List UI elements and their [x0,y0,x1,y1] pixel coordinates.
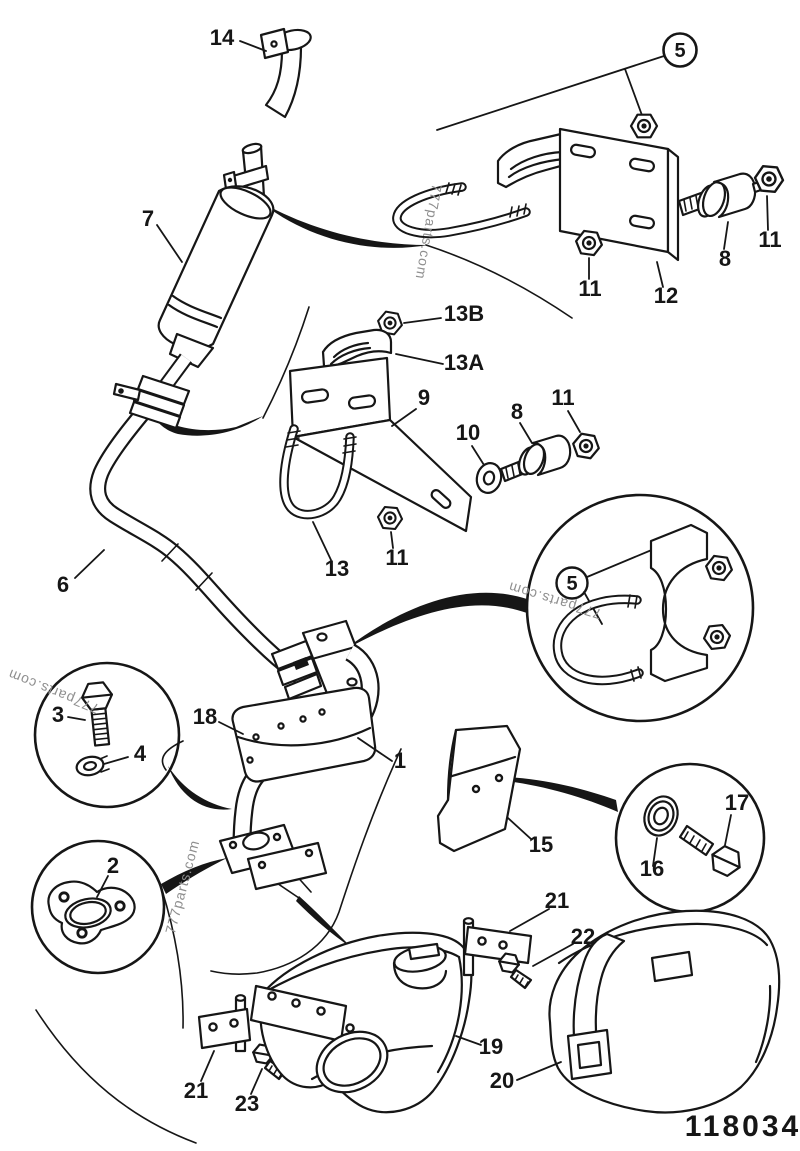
intermediate-pipe-6 [89,396,313,689]
callout-11-top-right: 11 [758,227,781,252]
callout-15: 15 [529,832,553,857]
callout-11-bracket9: 11 [385,545,408,570]
callout-5-detail: 5 [566,573,577,595]
callout-14: 14 [210,25,235,50]
callout-11-mid: 11 [551,385,574,410]
callout-19: 19 [479,1034,503,1059]
bolt-22 [498,952,533,990]
heat-shield-18 [231,686,377,783]
gasket-detail-2 [47,880,136,945]
callout-8-mid: 8 [511,399,523,424]
callout-12: 12 [654,283,678,308]
exhaust-guard-19 [249,931,473,1114]
cover-strap [572,932,626,1064]
rubber-mount-8-mid [531,434,572,477]
clamp-detail-5 [552,523,735,686]
hex-nut [629,113,659,139]
swoosh-gasket-to-flange [161,858,227,894]
swoosh-mid-left [151,413,263,436]
silencer-7 [112,142,275,430]
bolt-detail-3-4 [75,681,114,777]
heat-shield-15 [436,724,522,853]
callout-1: 1 [394,748,406,773]
swoosh-shield-to-detail [506,777,618,812]
callout-21-left: 21 [184,1078,208,1103]
callout-13: 13 [325,556,349,581]
callout-20: 20 [490,1068,514,1093]
callout-9: 9 [418,385,430,410]
hex-nut [376,505,404,531]
callout-16: 16 [640,856,664,881]
callout-17: 17 [725,790,749,815]
callout-circle-5-top [662,32,698,68]
callout-8-top: 8 [719,246,731,271]
insulation-cover-20 [548,909,781,1114]
callout-10: 10 [456,420,480,445]
tail-pipe-14 [259,27,312,119]
swoosh-flange-left [168,766,232,810]
swoosh-top [270,207,428,248]
callout-11-bracket12: 11 [578,276,601,301]
callout-2: 2 [107,853,119,878]
callout-6: 6 [57,572,69,597]
callout-18: 18 [193,704,217,729]
callout-13B: 13B [444,301,484,326]
middle-bracket-assembly [279,309,602,533]
strap-bracket-left-21 [197,994,252,1053]
callout-23: 23 [235,1091,259,1116]
figure-part-number: 118034 [685,1110,800,1143]
washer-bolt-detail-16-17 [643,795,741,877]
swoosh-flange-to-guard [296,896,352,948]
front-pipe-assembly-1 [218,619,380,891]
muffler-body [157,185,275,350]
upper-clamp-assembly [392,55,786,262]
callout-21-right: 21 [545,888,569,913]
callout-5-top: 5 [674,40,685,62]
callout-22: 22 [571,924,595,949]
swoosh-clamp-detail [344,592,527,650]
callout-4: 4 [134,741,147,766]
callout-13A: 13A [444,350,484,375]
section-arcs [35,207,618,1144]
strap-bracket-right-21 [462,917,533,977]
leader-lines [67,40,769,1095]
callout-circle-5 [555,566,589,600]
saddle-plate-detail [649,523,709,683]
hex-nut [570,431,602,461]
rubber-mount-8 [712,172,757,219]
callout-7: 7 [142,206,154,231]
callout-3: 3 [52,702,64,727]
callout-labels: 5 5 14 7 11 8 12 11 13B 13A 9 10 8 11 13… [52,25,782,1116]
